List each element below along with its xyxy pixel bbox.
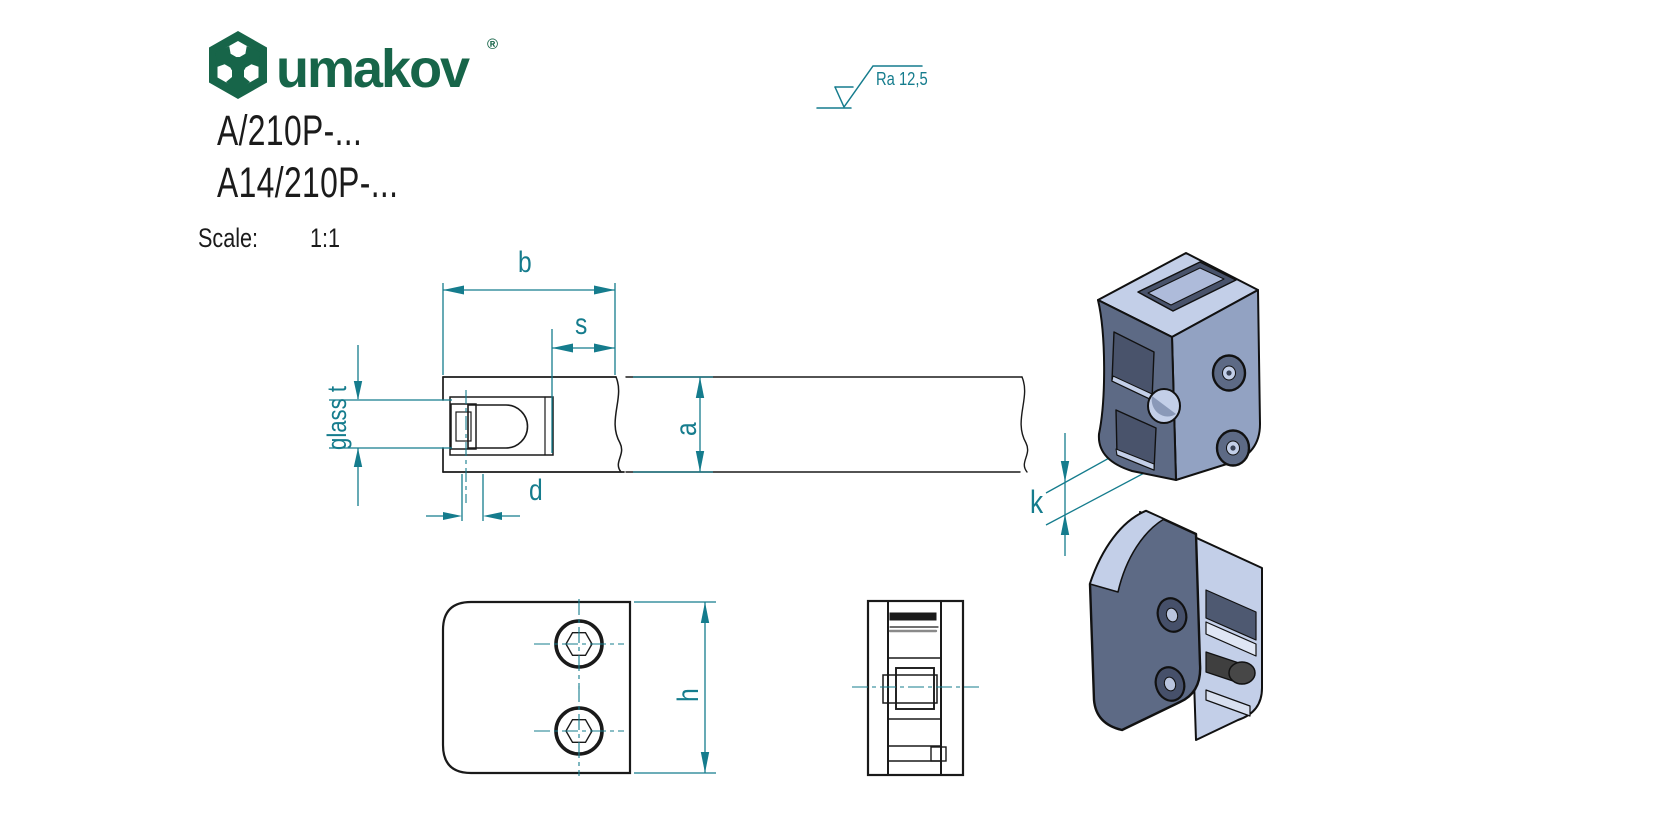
front-view-centerlines [534,599,624,776]
top-view-arrowheads [353,285,705,520]
surface-roughness-value: Ra 12,5 [876,69,928,89]
render-iso-back [1097,252,1261,481]
front-view-arrowheads [700,602,710,773]
side-view-drawing [866,599,965,777]
k-dimension-arrowheads [1060,461,1070,535]
top-view-dimensions [329,283,713,521]
scale-value: 1:1 [310,223,341,253]
dim-label-h: h [672,688,705,702]
dim-label-k: k [1030,484,1044,520]
surface-roughness-symbol [816,65,923,109]
dim-label-d: d [529,474,543,507]
registered-trademark-symbol: ® [487,36,499,53]
brand-wordmark: umakov [276,39,470,99]
front-view-dimensions [634,601,716,774]
top-view-drawing [442,376,1029,473]
product-code-primary: A/210P-... [217,107,363,155]
product-code-secondary: A14/210P-... [217,159,399,207]
dim-label-b: b [518,246,532,279]
front-view-drawing [441,600,632,775]
render-iso-front [1088,509,1263,741]
umakov-logo-icon [209,31,267,99]
dim-label-s: s [575,308,588,341]
dim-label-glass-t: glass t [322,386,352,450]
dim-label-a: a [670,422,703,436]
scale-label: Scale: [198,223,259,253]
